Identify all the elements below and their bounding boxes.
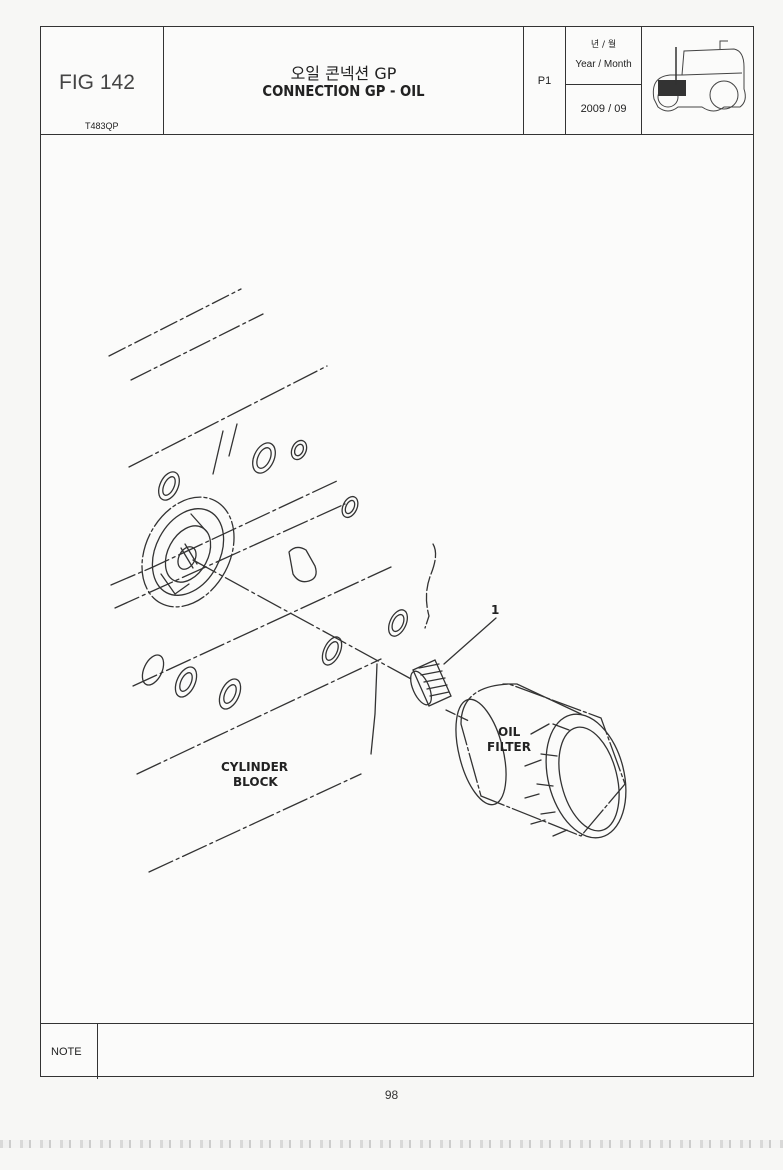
page-code: P1 xyxy=(537,75,552,87)
block-edge-face-1 xyxy=(110,480,338,586)
filter-mount-ring xyxy=(151,508,225,596)
cylinder-block-label-line2: BLOCK xyxy=(233,775,278,789)
slotted-boss xyxy=(288,546,317,583)
note-label: NOTE xyxy=(51,1046,82,1058)
cylinder-block-label-line1: CYLINDER xyxy=(221,760,288,774)
title-english: CONNECTION GP - OIL xyxy=(262,82,425,100)
model-code: T483QP xyxy=(85,121,119,131)
scan-artifact-strip xyxy=(0,1140,783,1148)
oil-filter-label-line2: FILTER xyxy=(487,740,531,754)
connector-fitting xyxy=(410,659,452,707)
block-edge-mid xyxy=(128,365,328,468)
date-label-korean: 년 / 월 xyxy=(590,40,617,50)
header-block: FIG 142 T483QP 오일 콘넥션 GP CONNECTION GP -… xyxy=(41,27,753,135)
title-cell: 오일 콘넥션 GP CONNECTION GP - OIL xyxy=(164,27,524,134)
exploded-parts-diagram: 1 OIL FILTER CYLINDER BLOCK xyxy=(108,288,627,873)
assembly-centerline xyxy=(192,559,414,681)
block-edge-top-2 xyxy=(130,313,264,381)
page-number: 98 xyxy=(384,1088,399,1102)
bolt-hole xyxy=(158,471,180,501)
date-value: 2009 / 09 xyxy=(580,103,627,115)
note-row: NOTE xyxy=(41,1023,753,1079)
figure-cell: FIG 142 T483QP xyxy=(41,27,164,134)
bolt-hole xyxy=(321,636,343,666)
page-code-cell: P1 xyxy=(524,27,566,134)
date-cell: 년 / 월 Year / Month 2009 / 09 xyxy=(566,27,642,134)
bolt-hole xyxy=(387,609,409,637)
title-korean: 오일 콘넥션 GP xyxy=(290,64,397,83)
callout-leader xyxy=(443,617,497,665)
block-edge-right-2 xyxy=(370,663,378,755)
note-label-cell: NOTE xyxy=(41,1024,98,1079)
filter-mount-outer xyxy=(141,496,235,608)
tractor-icon xyxy=(652,40,746,112)
bolt-hole xyxy=(141,654,165,686)
date-divider xyxy=(566,84,641,85)
oil-filter-canister xyxy=(455,683,627,839)
bolt-hole xyxy=(290,439,308,461)
bolt-hole xyxy=(341,495,359,519)
block-edge-bottom xyxy=(148,773,362,873)
callout-number: 1 xyxy=(491,603,499,617)
bolt-hole xyxy=(218,678,242,710)
block-edge-face-2 xyxy=(114,503,346,609)
date-label-english: Year / Month xyxy=(575,59,632,70)
parts-sheet-frame: FIG 142 T483QP 오일 콘넥션 GP CONNECTION GP -… xyxy=(40,26,754,1079)
block-edge-top-1 xyxy=(108,288,242,357)
block-edge-lower-1 xyxy=(132,566,392,687)
figure-number: FIG 142 xyxy=(59,71,135,94)
tractor-thumbnail-cell xyxy=(642,27,755,134)
bolt-hole xyxy=(252,442,276,474)
block-edge-vertical xyxy=(212,423,238,475)
block-edge-right xyxy=(424,543,437,629)
bolt-hole xyxy=(174,666,198,698)
threaded-stud xyxy=(177,546,197,570)
oil-filter-label-line1: OIL xyxy=(498,725,521,739)
block-edge-lower-2 xyxy=(136,658,382,775)
